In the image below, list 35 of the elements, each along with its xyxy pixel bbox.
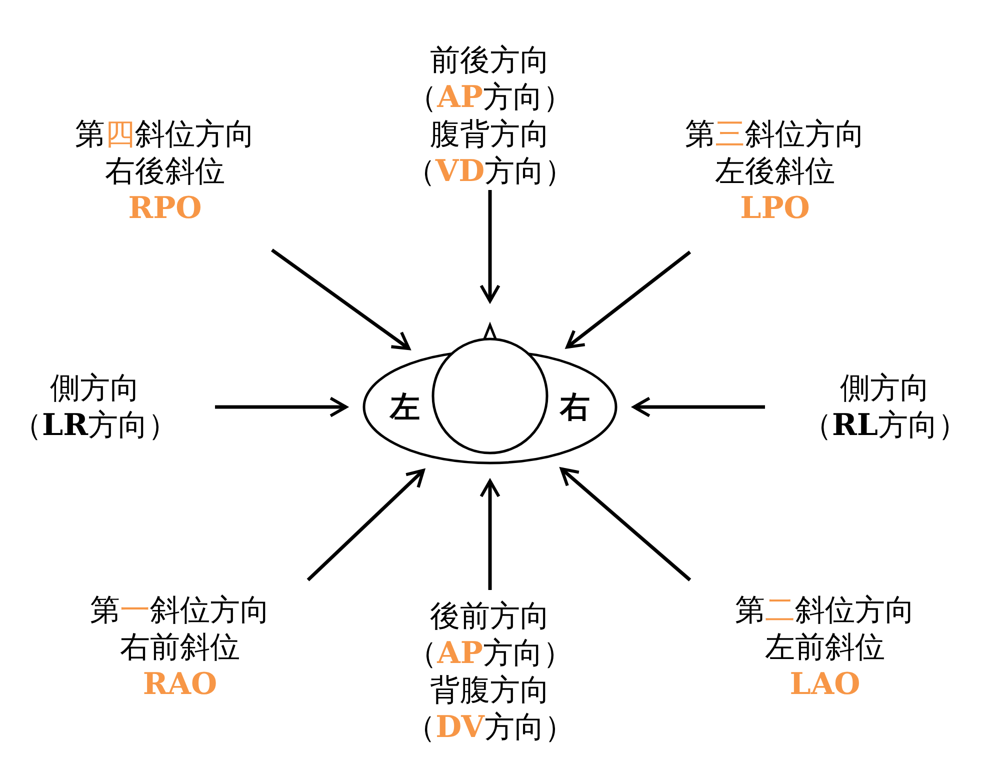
direction-label: 左後斜位: [714, 153, 836, 190]
direction-label: （LR方向）: [10, 407, 180, 444]
head-drawing: [432, 322, 548, 454]
direction-label: （RL方向）: [800, 407, 970, 444]
arrow: [480, 190, 500, 303]
direction-label: 右前斜位: [119, 629, 241, 666]
direction-label: 第二斜位方向: [734, 592, 916, 629]
side-label: 右: [560, 391, 590, 425]
side-label: 左: [390, 391, 420, 425]
direction-label: （DV方向）: [404, 709, 576, 746]
direction-label: 左前斜位: [764, 629, 886, 666]
direction-label: 腹背方向: [429, 116, 551, 153]
direction-label: （VD方向）: [404, 153, 576, 190]
arrow: [270, 248, 410, 350]
direction-label: 後前方向: [429, 598, 551, 635]
arrow: [632, 396, 765, 418]
direction-label: LPO: [739, 190, 811, 227]
arrow: [480, 479, 500, 590]
direction-label: 背腹方向: [429, 672, 551, 709]
direction-label: LAO: [788, 666, 862, 703]
direction-label: 第三斜位方向: [684, 116, 866, 153]
arrow: [306, 468, 425, 582]
direction-label: 前後方向: [429, 42, 551, 79]
direction-label: 側方向: [49, 370, 141, 407]
direction-label: 第一斜位方向: [89, 592, 271, 629]
direction-label: 右後斜位: [104, 153, 226, 190]
arrow: [215, 396, 348, 418]
direction-label: 側方向: [839, 370, 931, 407]
arrow: [560, 467, 692, 582]
direction-label: （AP方向）: [406, 635, 574, 672]
direction-label: （AP方向）: [406, 79, 574, 116]
arrow: [566, 250, 692, 349]
direction-label: RAO: [142, 666, 218, 703]
direction-label: RPO: [127, 190, 203, 227]
direction-label: 第四斜位方向: [74, 116, 256, 153]
